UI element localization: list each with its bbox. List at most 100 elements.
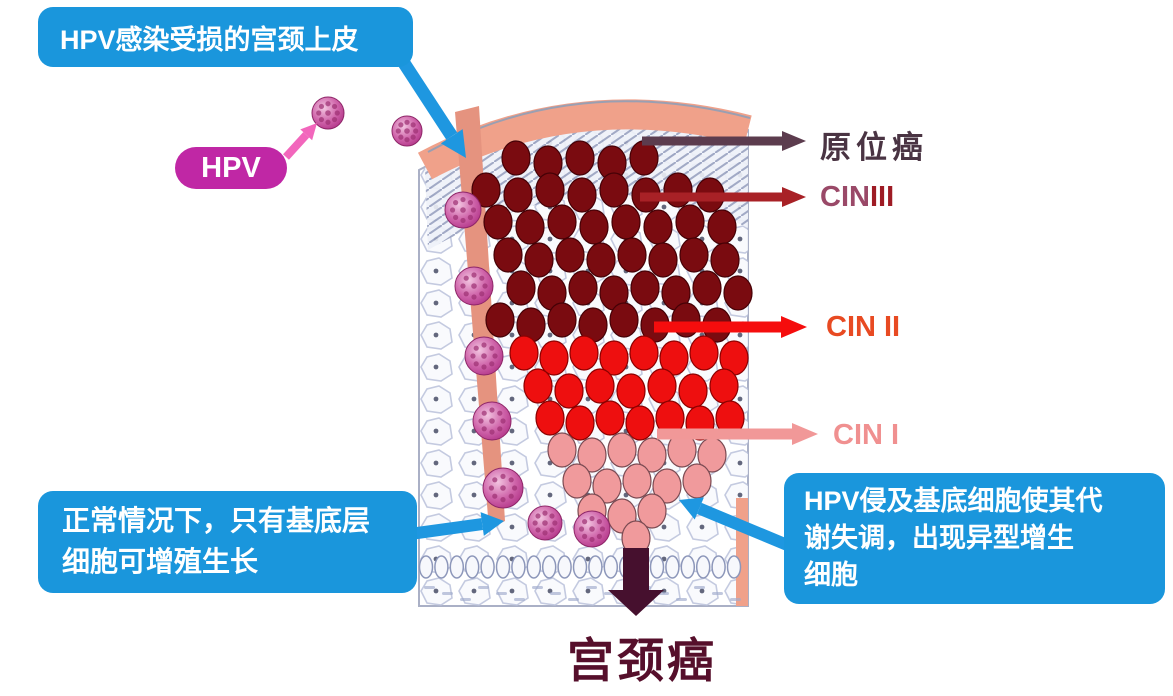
red-dysplastic-cell — [616, 373, 646, 409]
dark-dysplastic-cell — [567, 177, 597, 213]
capsomere-dot — [489, 345, 495, 351]
capsomere-dot — [398, 122, 404, 128]
pink-dysplastic-cell — [637, 493, 667, 529]
hpv-virion — [527, 505, 563, 541]
capsomere-dot — [479, 275, 485, 281]
stroma-dash — [460, 598, 471, 601]
capsomere-dot — [481, 353, 487, 359]
capsomere-dot — [331, 116, 338, 123]
capsomere-dot — [453, 200, 459, 206]
pink-dysplastic-cell — [607, 432, 637, 468]
capsomere-dot — [582, 519, 588, 525]
red-dysplastic-cell — [689, 335, 719, 371]
basal-note-arrow-shaft — [409, 518, 484, 540]
capsomere-dot — [511, 485, 518, 491]
hpv-virion — [573, 510, 611, 548]
cervical-epithelium-section — [311, 96, 753, 607]
capsomere-dot — [413, 128, 419, 134]
cancer-arrow-head — [608, 590, 664, 616]
dark-dysplastic-cell — [630, 270, 660, 306]
pink-dysplastic-cell — [562, 463, 592, 499]
capsomere-dot — [542, 510, 548, 516]
capsomere-dot — [410, 134, 416, 140]
capsomere-dot — [489, 418, 495, 424]
callout-text-line2: 谢失调，出现异型增生 — [804, 522, 1074, 553]
dark-dysplastic-cell — [506, 270, 536, 306]
capsomere-dot — [497, 410, 503, 416]
carcinoma-in-situ-arrow-head — [782, 131, 806, 151]
basal-cell — [449, 555, 465, 579]
basal-cell — [464, 555, 480, 579]
dysplastic-cells — [471, 140, 753, 556]
capsomere-dot — [478, 418, 484, 424]
basal-cell — [649, 555, 665, 579]
capsomere-dot — [404, 119, 410, 125]
basal-cell-layer — [418, 555, 742, 579]
hpv-label: HPV — [201, 151, 261, 184]
capsomere-dot — [549, 513, 555, 519]
capsomere-dot — [482, 283, 488, 289]
callout-hpv-invades-basal-cells: HPV侵及基底细胞使其代 谢失调，出现异型增生 细胞 — [784, 473, 1165, 604]
label-carcinoma-in-situ: 原位癌 — [820, 130, 928, 165]
dark-dysplastic-cell — [643, 209, 673, 245]
capsomere-dot — [325, 110, 331, 116]
red-dysplastic-cell — [565, 405, 595, 441]
cin1-arrow-head — [792, 423, 818, 445]
capsomere-dot — [479, 291, 485, 297]
hpv-virion — [391, 115, 423, 147]
capsomere-dot — [500, 473, 506, 479]
hpv-virion — [444, 191, 482, 229]
hpv-arrow-shaft — [283, 132, 310, 160]
dark-dysplastic-cell — [579, 209, 609, 245]
hpv-virion — [311, 96, 345, 130]
callout-text-line3: 细胞 — [804, 560, 858, 591]
basal-cell — [603, 555, 619, 579]
hpv-virus-particles — [311, 96, 611, 548]
capsomere-dot — [492, 493, 498, 499]
hpv-virion — [464, 336, 504, 376]
dark-dysplastic-cell — [723, 275, 753, 311]
capsomere-dot — [449, 207, 456, 213]
dark-dysplastic-cell — [707, 209, 737, 245]
cervical-cancer-title: 宫颈癌 — [567, 636, 717, 688]
capsomere-dot — [481, 410, 487, 416]
capsomere-dot — [395, 128, 401, 134]
dark-dysplastic-cell — [568, 270, 598, 306]
red-dysplastic-cell — [585, 368, 615, 404]
capsomere-dot — [334, 110, 340, 116]
capsomere-dot — [460, 207, 466, 213]
stroma-dash — [694, 586, 705, 589]
dark-dysplastic-cell — [609, 302, 639, 338]
capsomere-dot — [532, 520, 538, 526]
dark-dysplastic-cell — [679, 237, 709, 273]
capsomere-dot — [331, 103, 338, 110]
capsomere-dot — [596, 519, 602, 525]
basal-cell — [526, 555, 542, 579]
dark-dysplastic-cell — [617, 237, 647, 273]
dark-dysplastic-cell — [565, 140, 595, 176]
basal-cell — [665, 555, 680, 579]
red-dysplastic-cell — [595, 400, 625, 436]
stroma-dash — [730, 598, 741, 601]
capsomere-dot — [460, 283, 466, 289]
hpv-label-pill: HPV — [175, 147, 287, 189]
stroma-dash — [676, 598, 687, 601]
dark-dysplastic-cell — [485, 302, 515, 338]
dysplasia-note-arrow-shaft — [697, 502, 795, 553]
dark-dysplastic-cell — [547, 204, 577, 240]
dark-dysplastic-cell — [471, 172, 501, 208]
dark-dysplastic-cell — [611, 204, 641, 240]
diagram-arrows — [283, 56, 818, 616]
stroma-dash — [442, 592, 453, 595]
dark-dysplastic-cell — [501, 140, 531, 176]
capsomere-dot — [552, 520, 558, 526]
red-dysplastic-cell — [539, 340, 569, 376]
stroma-dash — [424, 586, 435, 589]
capsomere-dot — [325, 101, 331, 107]
basal-cell — [418, 555, 434, 579]
basal-note-arrow-head — [480, 512, 504, 536]
dark-dysplastic-cell — [586, 242, 616, 278]
red-dysplastic-cell — [554, 373, 584, 409]
capsomere-dot — [542, 520, 548, 526]
